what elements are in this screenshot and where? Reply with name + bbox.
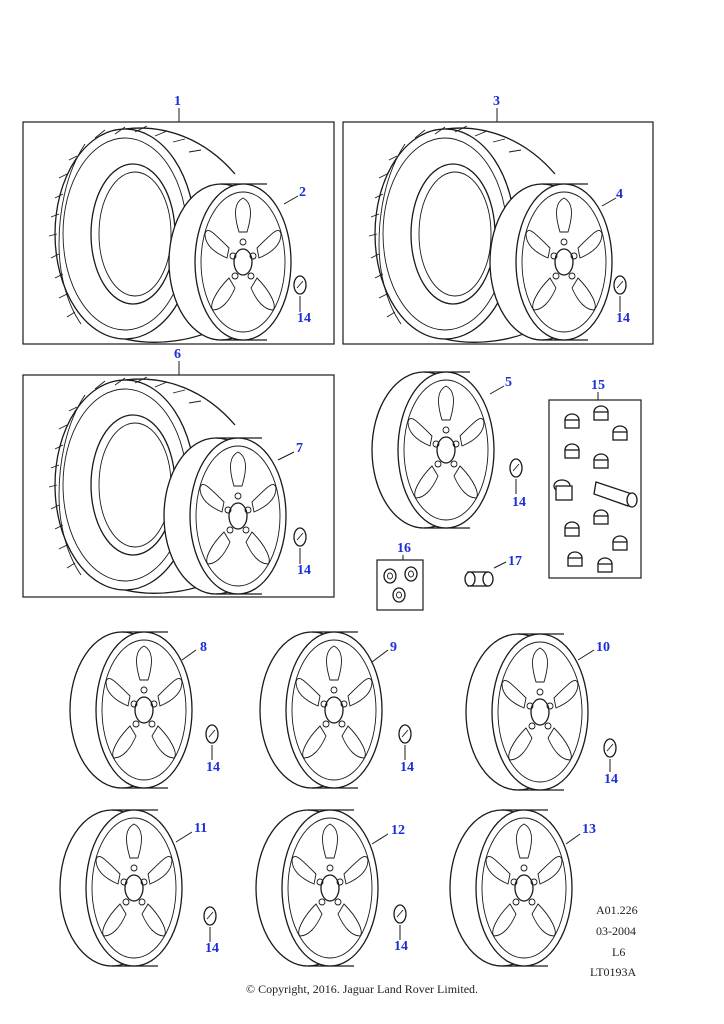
copyright-notice: © Copyright, 2016. Jaguar Land Rover Lim…: [245, 982, 479, 996]
wheel-nuts: [553, 405, 638, 573]
callout-17: 17: [508, 554, 522, 569]
callout-10: 10: [596, 640, 610, 655]
callout-14-box3: 14: [616, 311, 630, 326]
locking-wheel-nut: [464, 571, 494, 587]
callout-14-wheel5: 14: [512, 495, 526, 510]
callout-16: 16: [397, 541, 411, 556]
callout-12: 12: [391, 823, 405, 838]
washer-set-box: [376, 559, 424, 611]
callout-14-wheel10: 14: [604, 772, 618, 787]
washers: [383, 566, 418, 603]
reference-model: L6: [612, 945, 626, 959]
callout-14-box6: 14: [297, 563, 311, 578]
callout-4: 4: [616, 187, 623, 202]
wheel-nut-set-box: [548, 399, 642, 579]
reference-date: 03-2004: [596, 924, 636, 938]
assembly-box-3: [342, 121, 654, 345]
callout-13: 13: [582, 822, 596, 837]
callout-1: 1: [174, 94, 181, 109]
reference-code: A01.226: [596, 903, 638, 917]
callout-14-wheel8: 14: [206, 760, 220, 775]
callout-11: 11: [194, 821, 208, 836]
callout-14-wheel11: 14: [205, 941, 219, 956]
callout-6: 6: [174, 347, 181, 362]
callout-5: 5: [505, 375, 512, 390]
callout-2: 2: [299, 185, 306, 200]
callout-14-wheel12: 14: [394, 939, 408, 954]
callout-14-box1: 14: [297, 311, 311, 326]
callout-15: 15: [591, 378, 605, 393]
callout-14-wheel9: 14: [400, 760, 414, 775]
callout-8: 8: [200, 640, 207, 655]
callout-7: 7: [296, 441, 303, 456]
callout-3: 3: [493, 94, 500, 109]
callout-9: 9: [390, 640, 397, 655]
reference-illustration-id: LT0193A: [590, 965, 637, 979]
